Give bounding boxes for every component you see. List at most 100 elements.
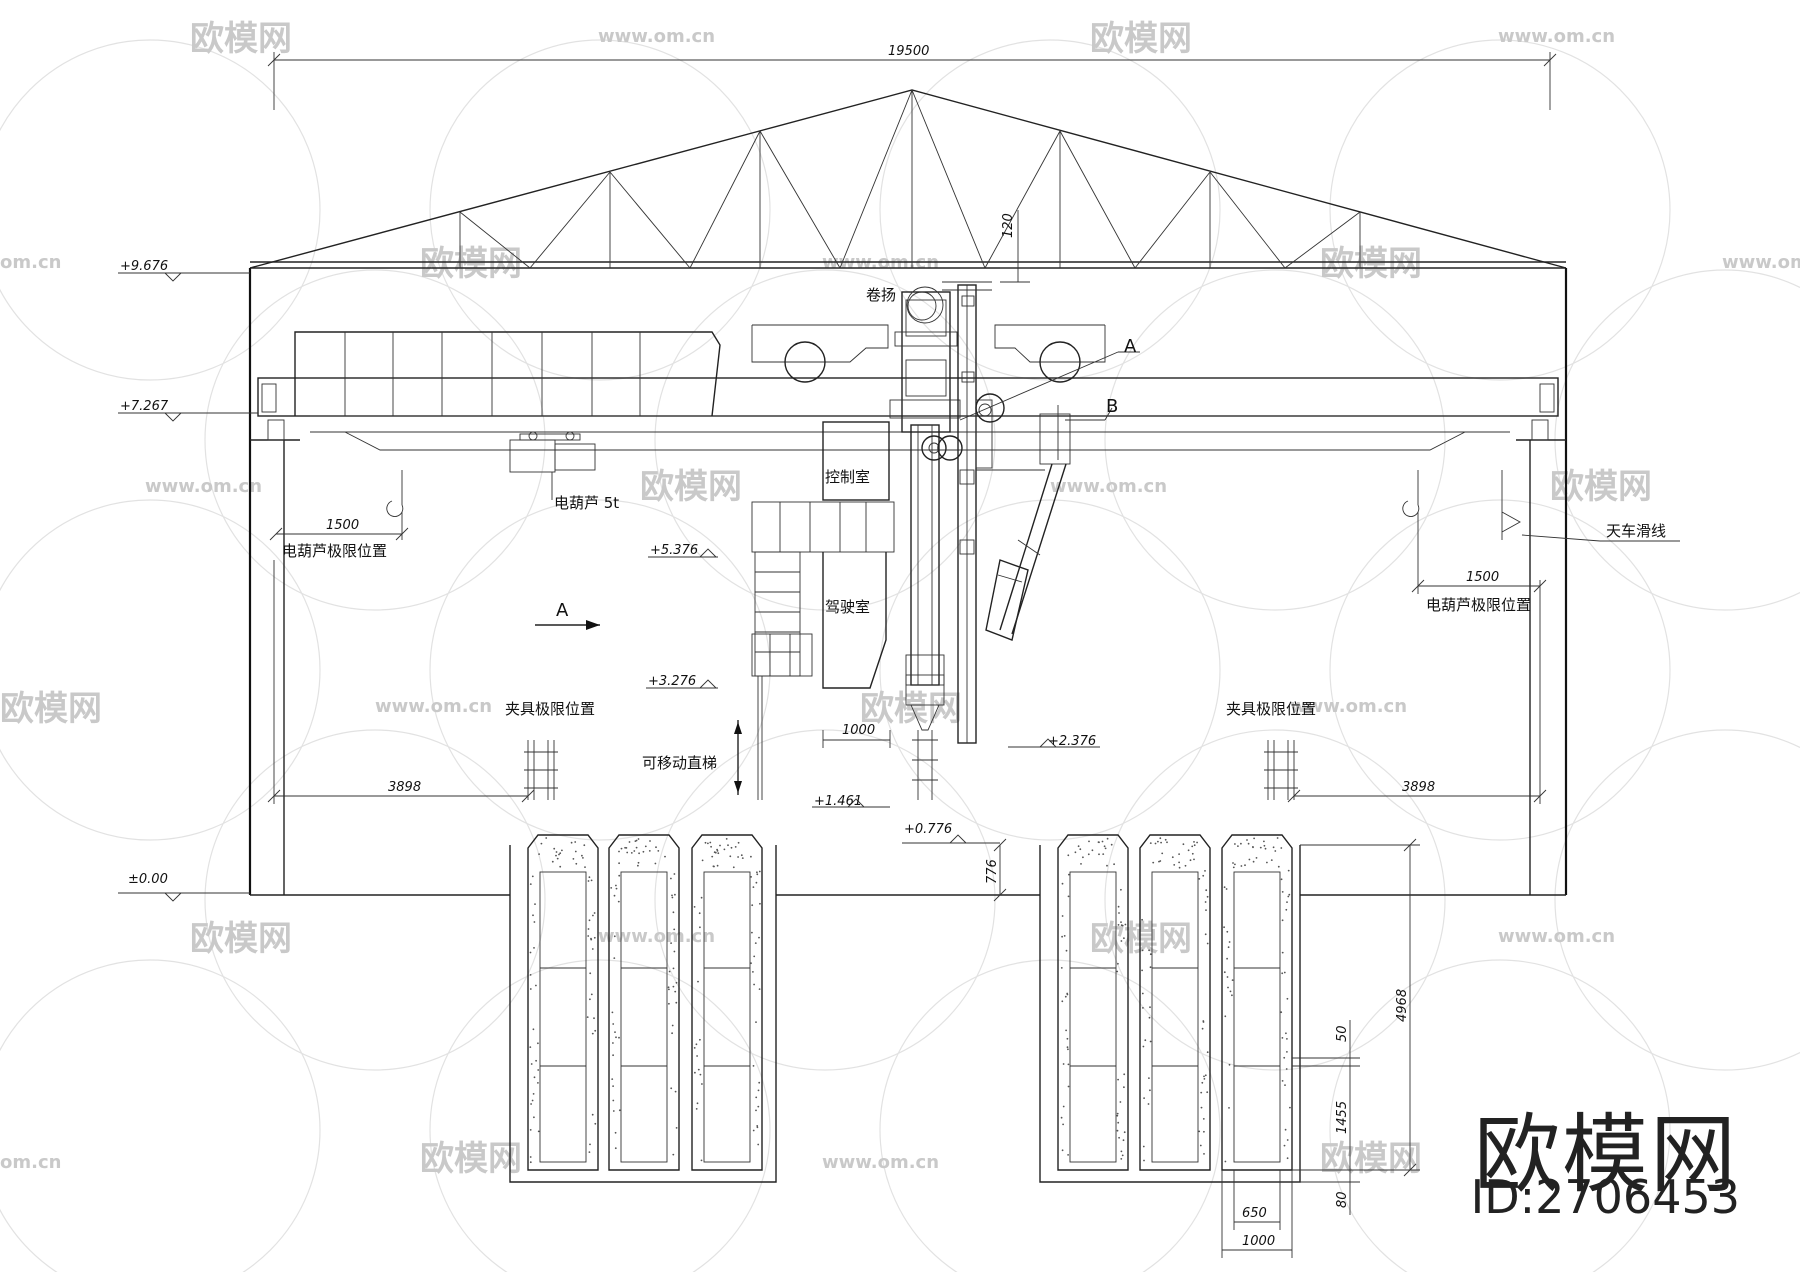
speckle-dot: [593, 936, 596, 939]
speckle-dot: [613, 935, 616, 938]
speckle-dot: [1088, 840, 1090, 843]
speckle-dot: [533, 921, 536, 923]
speckle-dot: [1246, 839, 1248, 841]
speckle-dot: [591, 1113, 594, 1116]
speckle-dot: [670, 1087, 673, 1090]
speckle-dot: [757, 1143, 760, 1146]
pit-left-cell: [527, 834, 599, 1171]
speckle-dot: [586, 1016, 589, 1018]
speckle-dot: [657, 850, 660, 852]
watermark-logo: 欧模网: [640, 467, 742, 507]
speckle-dot: [535, 1059, 537, 1062]
speckle-dot: [1118, 912, 1120, 914]
pit-left: [509, 834, 777, 1183]
speckle-dot: [1060, 1116, 1063, 1119]
speckle-dot: [1123, 1086, 1125, 1089]
speckle-dot: [737, 856, 739, 858]
speckle-dot: [1286, 1157, 1289, 1160]
speckle-dot: [1204, 1074, 1207, 1077]
speckle-dot: [1193, 844, 1196, 847]
speckle-dot: [1280, 1011, 1283, 1014]
speckle-dot: [582, 857, 584, 859]
speckle-dot: [1106, 837, 1109, 840]
speckle-dot: [1080, 863, 1082, 865]
speckle-dot: [664, 855, 666, 858]
speckle-dot: [620, 847, 623, 850]
speckle-dot: [1284, 1084, 1286, 1086]
speckle-dot: [529, 883, 532, 885]
speckle-dot: [1206, 1051, 1209, 1054]
speckle-dot: [1184, 864, 1187, 867]
watermark-logo: 欧模网: [0, 689, 102, 729]
speckle-dot: [1189, 859, 1192, 862]
speckle-dot: [530, 1063, 533, 1065]
speckle-dot: [1191, 845, 1194, 848]
speckle-dot: [1228, 941, 1231, 943]
dim-776-text: 776: [985, 859, 1000, 884]
speckle-dot: [625, 847, 628, 849]
speckle-dot: [610, 887, 613, 889]
elev-3276: +3.276: [648, 674, 696, 689]
speckle-dot: [634, 840, 637, 842]
dim-50-1455-80: 50 1455 80: [1230, 1020, 1360, 1215]
speckle-dot: [1203, 1075, 1205, 1078]
pit-right: [1039, 834, 1301, 1183]
speckle-dot: [1142, 1007, 1144, 1009]
dim-650-text: 650: [1242, 1206, 1267, 1221]
speckle-dot: [1066, 1046, 1069, 1049]
dim-span-total: 19500: [267, 44, 1557, 110]
speckle-dot: [1161, 852, 1164, 855]
watermark-url: www.om.cn: [1498, 926, 1615, 947]
speckle-dot: [1067, 1063, 1070, 1066]
speckle-dot: [556, 857, 559, 860]
speckle-dot: [1200, 1106, 1203, 1109]
speckle-dot: [613, 894, 616, 897]
dim-4968: 4968: [1300, 838, 1420, 1177]
speckle-dot: [756, 871, 758, 874]
speckle-dot: [1102, 853, 1105, 855]
speckle-dot: [699, 926, 701, 929]
speckle-dot: [1277, 865, 1280, 868]
speckle-dot: [1103, 845, 1106, 848]
speckle-dot: [1244, 864, 1246, 867]
speckle-dot: [1113, 863, 1115, 866]
speckle-dot: [1077, 845, 1080, 848]
watermark-logo: 欧模网: [420, 244, 522, 284]
speckle-dot: [1259, 846, 1262, 849]
speckle-dot: [1120, 1150, 1123, 1153]
speckle-dot: [1286, 1038, 1288, 1040]
speckle-dot: [1148, 949, 1150, 952]
speckle-dot: [1178, 861, 1180, 864]
speckle-dot: [614, 1147, 617, 1150]
speckle-dot: [588, 876, 591, 879]
speckle-dot: [673, 928, 676, 931]
speckle-dot: [532, 914, 534, 917]
speckle-dot: [1193, 841, 1195, 843]
watermark-logo: 欧模网: [1320, 1139, 1422, 1179]
dim-50-text: 50: [1335, 1025, 1350, 1042]
speckle-dot: [672, 1153, 675, 1156]
speckle-dot: [701, 1083, 703, 1085]
speckle-dot: [626, 851, 629, 854]
elev-1461: +1.461: [814, 794, 862, 809]
speckle-dot: [671, 894, 673, 897]
speckle-dot: [531, 1099, 534, 1102]
speckle-dot: [716, 864, 719, 867]
speckle-dot: [1061, 915, 1064, 917]
speckle-dot: [533, 947, 535, 949]
speckle-dot: [1117, 924, 1120, 926]
speckle-dot: [1287, 869, 1290, 872]
speckle-dot: [1062, 1123, 1064, 1126]
speckle-dot: [537, 1069, 540, 1071]
speckle-dot: [753, 955, 756, 958]
speckle-dot: [756, 1126, 759, 1129]
speckle-dot: [730, 846, 733, 849]
speckle-dot: [590, 879, 593, 882]
speckle-dot: [635, 846, 638, 849]
clamp-limit-left: 夹具极限位置: [505, 700, 595, 800]
speckle-dot: [555, 854, 557, 857]
speckle-dot: [529, 1161, 532, 1164]
dim-1000-bottom-text: 1000: [1242, 1234, 1275, 1249]
speckle-dot: [637, 838, 640, 840]
speckle-dot: [1149, 966, 1152, 969]
